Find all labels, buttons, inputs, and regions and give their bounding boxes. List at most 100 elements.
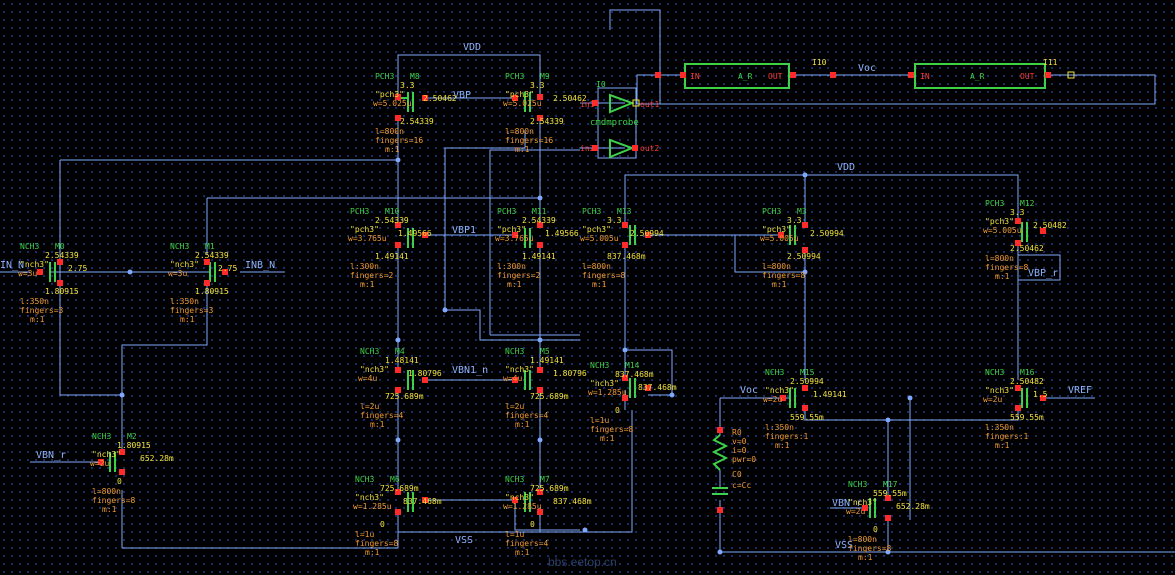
m3-l: l=800n [762,262,791,271]
transistor-m0-symbol [49,262,56,282]
wire [489,149,580,335]
probe-out-pin [632,99,640,107]
wire [444,130,526,310]
m8-m: m:1 [385,145,400,154]
m11-m: m:1 [507,280,522,289]
m3-m: m:1 [772,280,787,289]
m6-w: w=1.285u [353,502,392,511]
probe-inst: I0 [596,80,606,89]
m16-m: m:1 [995,441,1010,450]
transistor-m12-symbol [1021,222,1028,242]
m1-quoted: "nch3" [170,260,199,269]
m1-inst: M1 [205,242,215,251]
m13-m: m:1 [592,280,607,289]
m2-fingers: fingers=8 [92,496,136,505]
net-label-vbp1: VBP1_ [452,225,483,236]
resistor-inst: R0 [732,428,742,437]
m11-vt: 2.54339 [522,216,556,225]
m15-quoted: "nch3" [765,386,794,395]
block-i10-inst: I10 [812,58,827,67]
m12-l: l=800n [985,254,1014,263]
m7-w: w=1.285u [503,502,542,511]
m10-vs: 1.49141 [375,252,409,261]
m9-w: w=5.025u [503,99,542,108]
m0-quoted: "nch3" [20,260,49,269]
m9-l: l=800n [505,127,534,136]
probe-amp-2 [609,138,635,159]
m17-w: w=2u [846,507,866,516]
m13-w: w=5.005u [580,234,619,243]
probe-box [597,87,637,159]
m7-vs: 0 [530,520,535,529]
m7-vg: 837.468m [553,497,592,506]
m10-m: m:1 [360,280,375,289]
m4-model: NCH3 [360,347,380,356]
m15-inst: M15 [800,368,815,377]
capacitor-value: c=Cc [732,481,752,490]
m6-vt: 725.689m [380,484,419,493]
probe-out1: out1 [640,100,660,109]
block-i11-inst: I11 [1043,58,1058,67]
probe-in1: in1 [580,100,595,109]
m2-vt: 1.80915 [117,441,151,450]
m15-fingers: fingers:1 [765,432,809,441]
m13-vs: 837.468m [607,252,646,261]
m4-inst: M4 [395,347,405,356]
m13-vt: 3.3 [607,216,622,225]
m14-fingers: fingers=8 [590,425,634,434]
m12-vg: 2.50482 [1033,221,1067,230]
net-label-vdd-right: VDD [837,162,856,173]
m0-l: l:350n [20,297,49,306]
m10-fingers: fingers=2 [350,271,394,280]
m8-model: PCH3 [375,72,395,81]
net-label-inb-n: INB_N [245,260,276,271]
m6-fingers: fingers=8 [355,539,399,548]
m2-quoted: "nch3" [92,450,121,459]
resistor-param-pwr: pwr=0 [732,455,757,464]
m13-model: PCH3 [582,207,602,216]
m14-l: l=1u [590,416,610,425]
m4-vg: 1.80796 [408,369,442,378]
m10-model: PCH3 [350,207,370,216]
m0-model: NCH3 [20,242,40,251]
m6-model: NCH3 [355,475,375,484]
net-label-vbp: VBP [453,90,472,101]
m9-inst: M9 [540,72,550,81]
m17-model: NCH3 [848,480,868,489]
m2-vs: 0 [117,477,122,486]
block-i10-out: OUT [768,72,783,81]
pin-markers [37,72,1051,521]
m4-w: w=4u [358,374,378,383]
transistor-m2-symbol [109,452,116,472]
m7-l: l=1u [505,530,525,539]
m14-vt: 837.468m [615,370,654,379]
m7-vt: 725.689m [530,484,569,493]
m8-inst: M8 [410,72,420,81]
m11-fingers: fingers=2 [497,271,541,280]
wire [445,309,580,341]
m0-fingers: fingers=3 [20,306,64,315]
m17-vs: 0 [873,525,878,534]
transistor-m17-symbol [869,498,876,518]
m12-fingers: fingers=8 [985,263,1029,272]
m8-fingers: fingers=16 [375,136,424,145]
net-label-voc-top: Voc [858,63,877,74]
m15-vt: 2.50994 [790,377,824,386]
m5-model: NCH3 [505,347,525,356]
wire [660,74,1156,105]
m11-quoted: "pch3" [497,225,526,234]
m12-w: w=5.005u [983,226,1022,235]
m11-l: l:300n [497,262,526,271]
m7-inst: M7 [540,475,550,484]
m0-vg: 2.75 [68,264,88,273]
m16-inst: M16 [1020,368,1035,377]
resistor-param-v: v=0 [732,437,747,446]
m10-vg: 1.49566 [398,229,432,238]
m17-m: m:1 [858,553,873,562]
m4-fingers: fingers=4 [360,411,404,420]
m1-vs: 1.80915 [195,287,229,296]
m3-vg: 2.50994 [810,229,844,238]
transistor-m16-symbol [1021,388,1028,408]
m17-quoted: "nch3" [848,498,877,507]
